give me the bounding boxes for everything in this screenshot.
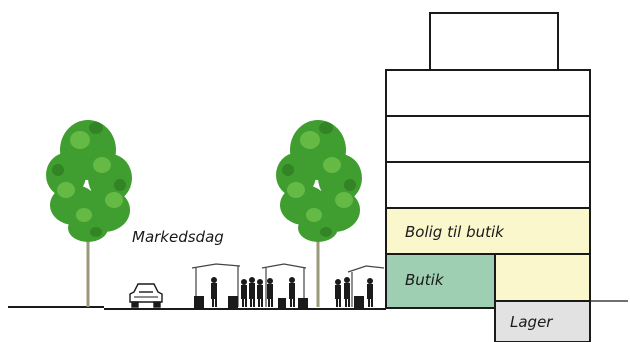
shop-unit — [385, 253, 496, 309]
market-day-label: Markedsdag — [132, 228, 224, 246]
housing-label: Bolig til butik — [405, 223, 504, 241]
pedestrian-icon — [335, 279, 341, 307]
floor-upper-2 — [385, 115, 591, 163]
crowd — [194, 277, 373, 308]
market-crate — [298, 298, 308, 308]
pedestrian-icon — [267, 278, 273, 307]
pedestrian-icon — [211, 277, 217, 307]
market-crate — [354, 296, 364, 308]
market-stall-icon — [347, 265, 385, 307]
housing-floor — [385, 207, 591, 255]
building — [385, 12, 591, 342]
roof-structure — [429, 12, 559, 71]
pedestrian-icon — [367, 278, 373, 307]
market-crate — [194, 296, 204, 308]
tree-icon — [46, 120, 132, 307]
pedestrian-icon — [249, 277, 255, 307]
shop-annex — [494, 253, 591, 302]
car-icon — [129, 283, 163, 308]
market-crate — [278, 298, 286, 308]
market-crate — [228, 296, 238, 308]
pedestrian-icon — [289, 277, 295, 307]
storage-label: Lager — [510, 313, 553, 331]
floor-upper-3 — [385, 161, 591, 209]
tree-icon — [276, 120, 362, 307]
pedestrian-icon — [241, 279, 247, 307]
pedestrian-icon — [344, 277, 350, 307]
shop-label: Butik — [405, 271, 444, 289]
pedestrian-icon — [257, 279, 263, 307]
floor-upper-1 — [385, 69, 591, 117]
storage-unit — [494, 300, 591, 342]
